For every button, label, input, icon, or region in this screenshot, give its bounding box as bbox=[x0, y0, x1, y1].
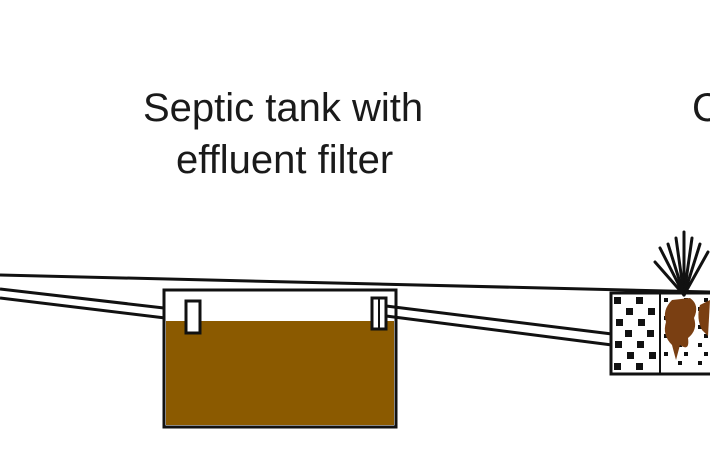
constructed-wetland bbox=[609, 230, 710, 376]
next-component-label-partial: C bbox=[692, 86, 710, 130]
inlet-baffle bbox=[184, 299, 202, 335]
outlet-pipe bbox=[385, 304, 613, 347]
ground-line bbox=[0, 273, 710, 294]
septic-tank-label-line2: effluent filter bbox=[176, 138, 394, 182]
plant bbox=[653, 230, 710, 360]
inlet-pipe bbox=[0, 287, 191, 323]
gravel-media bbox=[614, 297, 656, 370]
septic-tank-label-line1: Septic tank with bbox=[143, 86, 424, 130]
tank-effluent bbox=[166, 321, 394, 425]
septic-tank bbox=[162, 288, 398, 429]
